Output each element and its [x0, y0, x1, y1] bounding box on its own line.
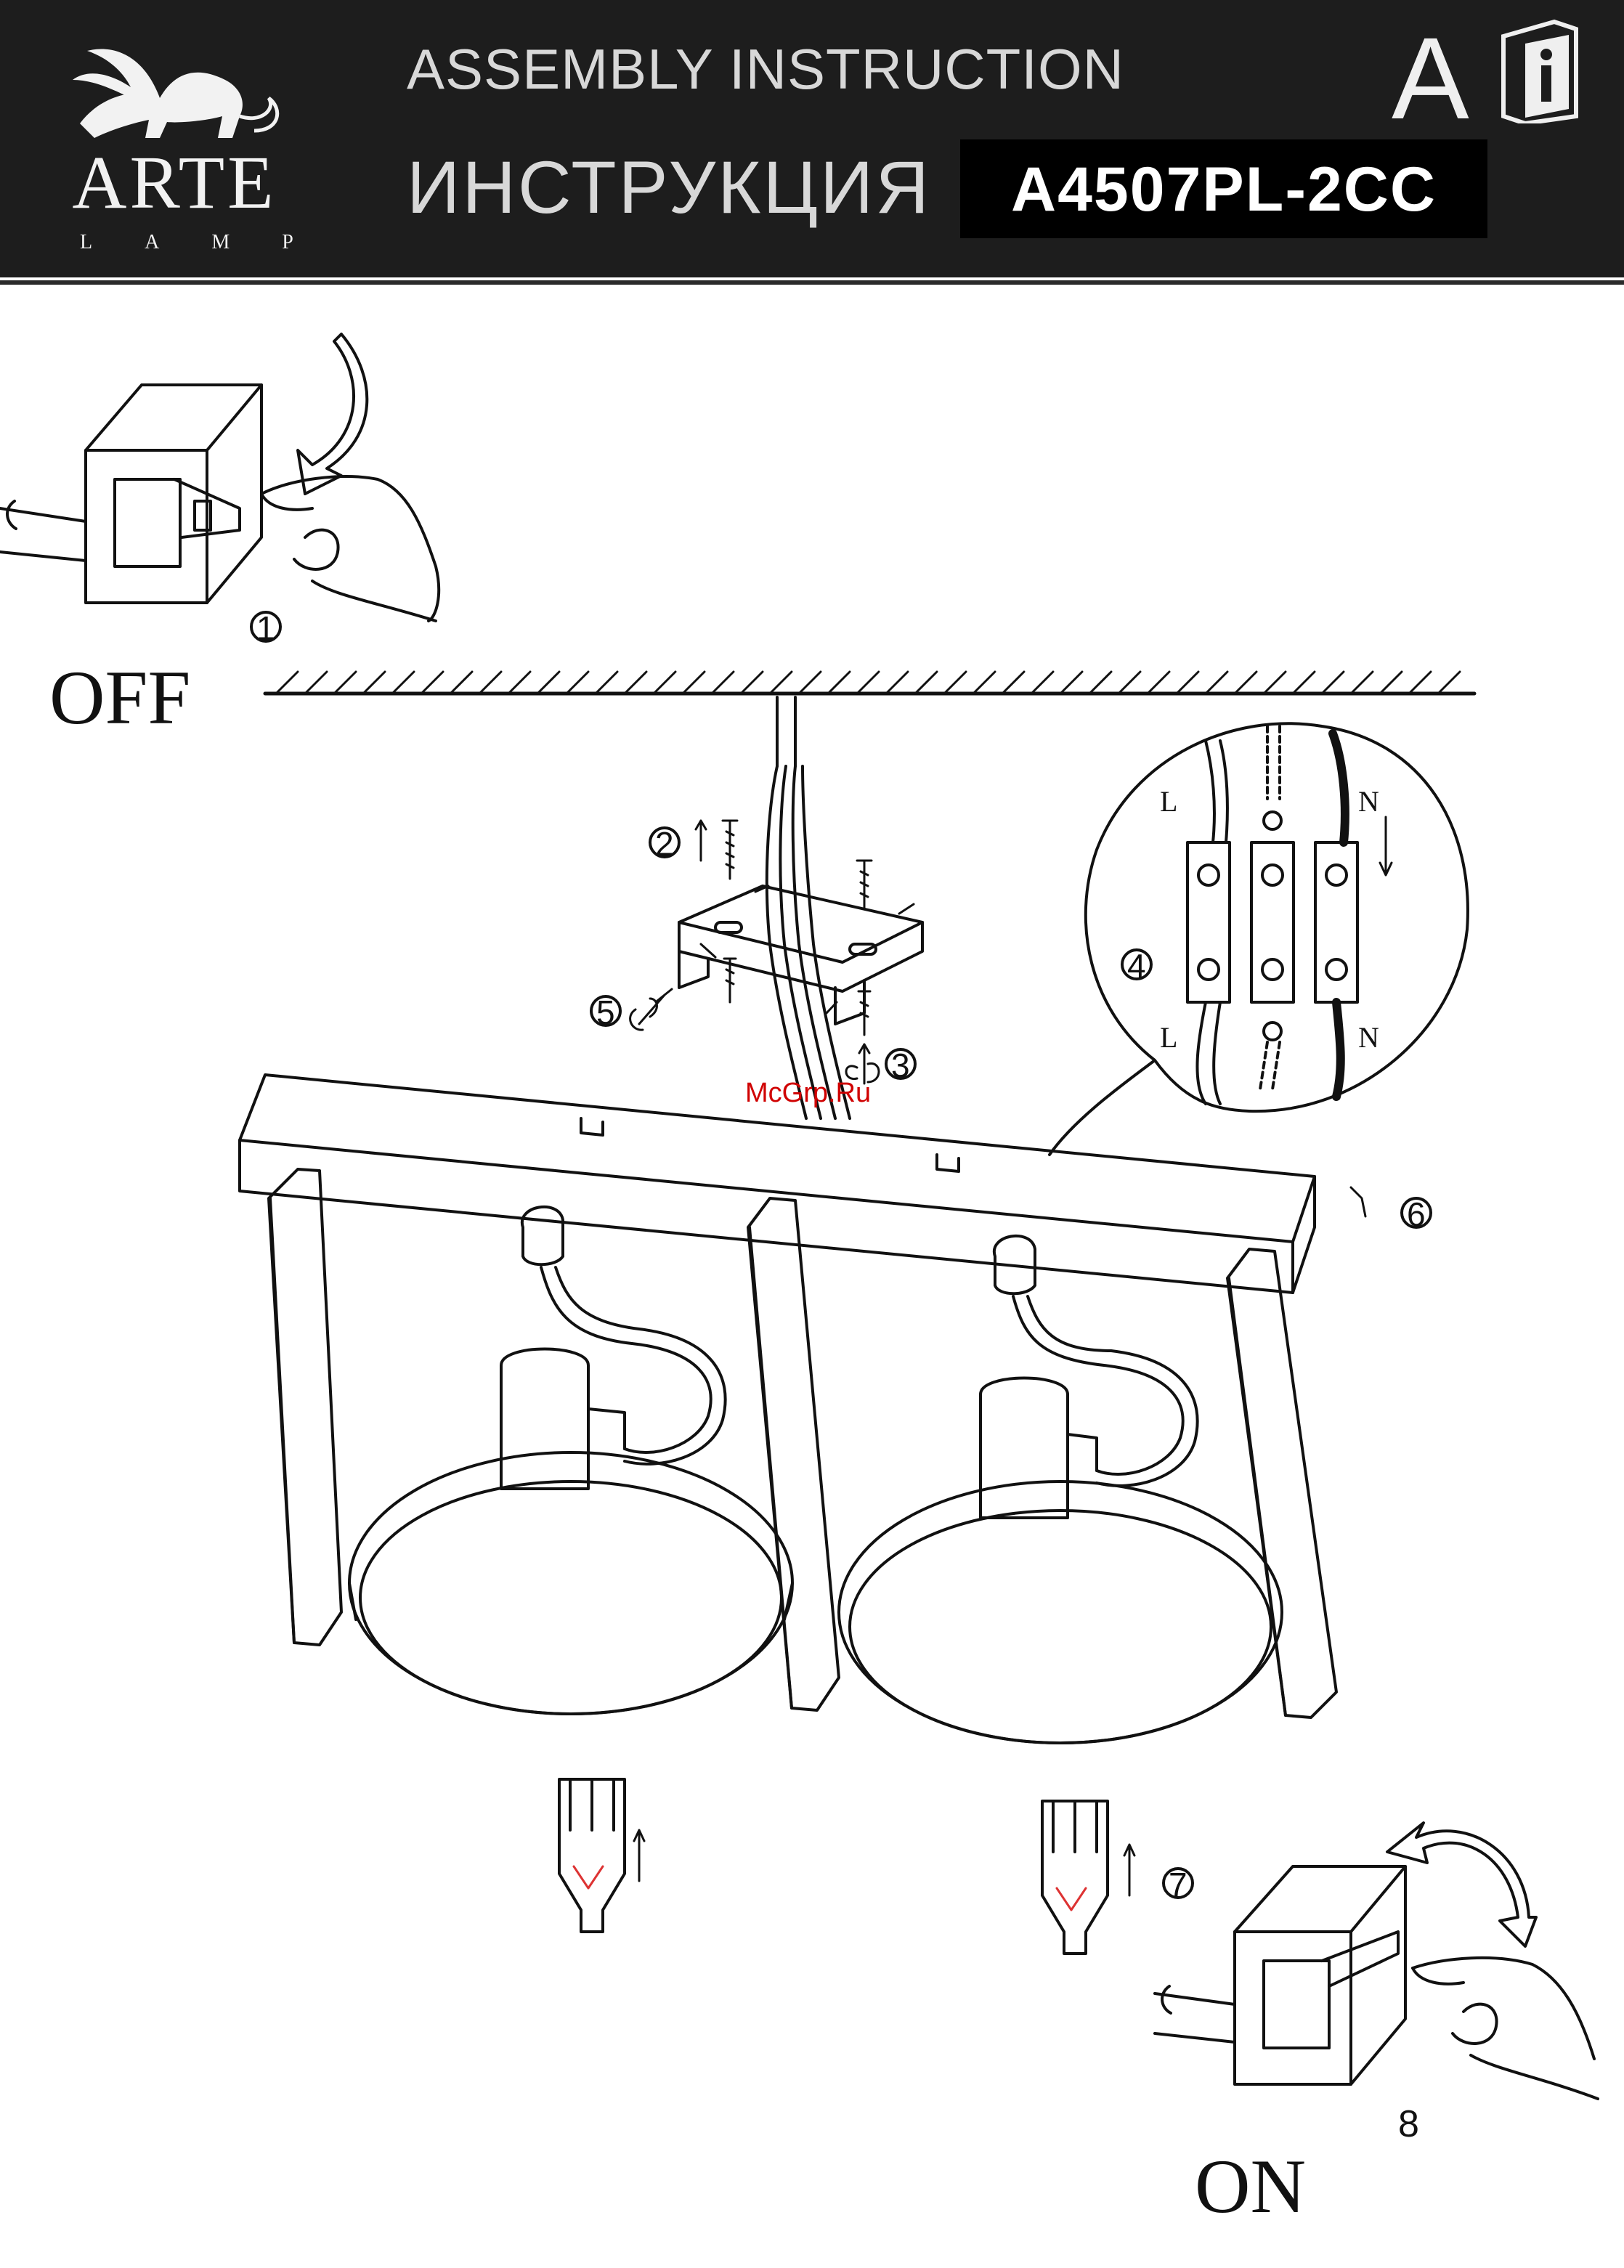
off-label: OFF — [49, 654, 190, 742]
lamp-fixture — [240, 1075, 1336, 1743]
step-6-number: 6 — [1407, 1195, 1426, 1234]
on-label: ON — [1195, 2142, 1306, 2231]
g9-bulb-icon — [559, 1779, 625, 1932]
neutral-label-top: N — [1358, 784, 1379, 818]
screwdriver-rotate-icon — [630, 989, 672, 1030]
hand-pressing-icon — [1413, 1958, 1598, 2099]
curved-arrow-down-icon — [298, 334, 367, 494]
step-4-number: 4 — [1127, 946, 1146, 985]
step-5-number: 5 — [596, 993, 615, 1032]
wiring-detail-callout — [1049, 723, 1468, 1155]
ceiling-hatching — [276, 672, 1460, 694]
step-7-number: 7 — [1169, 1865, 1187, 1904]
step-8-number: 8 — [1398, 2102, 1419, 2146]
neutral-label-bottom: N — [1358, 1020, 1379, 1054]
step-3-number: 3 — [891, 1046, 910, 1085]
screw-small-icon — [1351, 1187, 1365, 1216]
hand-pressing-icon — [261, 476, 439, 621]
live-label-top: L — [1160, 784, 1177, 818]
wall-switch-on-icon — [1155, 1866, 1405, 2084]
live-label-bottom: L — [1160, 1020, 1177, 1054]
step-1-number: 1 — [256, 609, 275, 648]
g9-bulb-icon — [1042, 1801, 1108, 1954]
wall-switch-off-icon — [0, 385, 261, 603]
curved-arrow-up-icon — [1387, 1823, 1536, 1946]
watermark-text: McGrp.Ru — [745, 1078, 871, 1109]
arrow-up-icon — [696, 821, 706, 861]
supply-cable — [767, 697, 850, 1118]
step-2-number: 2 — [655, 824, 674, 863]
